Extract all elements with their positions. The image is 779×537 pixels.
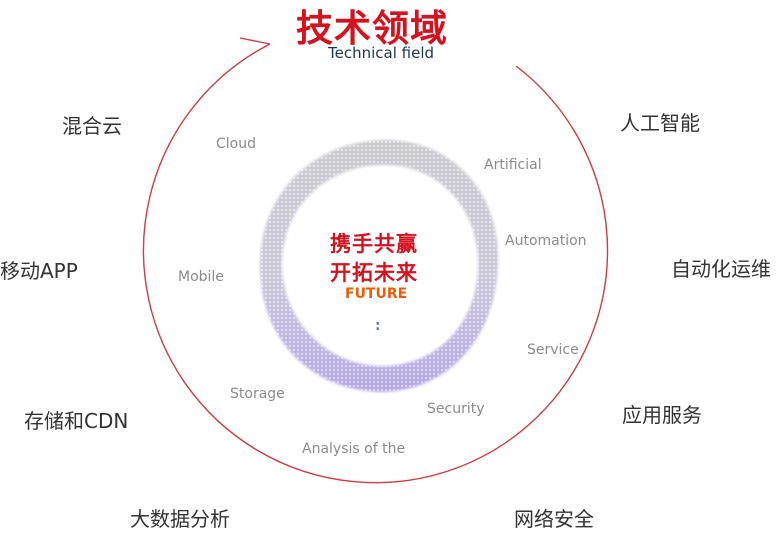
outer-label-ai: 人工智能 bbox=[620, 111, 700, 135]
outer-label-big-data: 大数据分析 bbox=[130, 507, 230, 531]
inner-label-analysis: Analysis of the bbox=[302, 441, 406, 457]
outer-label-hybrid-cloud: 混合云 bbox=[62, 114, 122, 138]
outer-label-storage-cdn: 存储和CDN bbox=[24, 409, 129, 433]
outer-label-net-security: 网络安全 bbox=[514, 507, 594, 531]
inner-label-service: Service bbox=[527, 342, 579, 358]
inner-label-cloud: Cloud bbox=[216, 136, 256, 152]
inner-label-artificial: Artificial bbox=[484, 157, 542, 173]
center-slogan-line1: 携手共赢 bbox=[330, 232, 418, 256]
center-dots: : bbox=[375, 318, 381, 334]
center-slogan-line3: FUTURE bbox=[345, 286, 408, 302]
outer-label-app-service: 应用服务 bbox=[622, 403, 702, 427]
center-slogan-line2: 开拓未来 bbox=[330, 261, 418, 285]
inner-label-security: Security bbox=[427, 401, 485, 417]
inner-label-storage: Storage bbox=[230, 386, 285, 402]
outer-orbit-circle bbox=[142, 43, 609, 484]
inner-label-automation: Automation bbox=[505, 233, 587, 249]
outer-label-mobile-app: 移动APP bbox=[0, 259, 78, 283]
outer-label-auto-ops: 自动化运维 bbox=[671, 257, 771, 281]
section-subtitle: Technical field bbox=[328, 44, 435, 62]
section-title: 技术领域 bbox=[296, 7, 448, 50]
orbit-arrow-hook bbox=[239, 37, 271, 45]
inner-label-mobile: Mobile bbox=[178, 269, 224, 285]
